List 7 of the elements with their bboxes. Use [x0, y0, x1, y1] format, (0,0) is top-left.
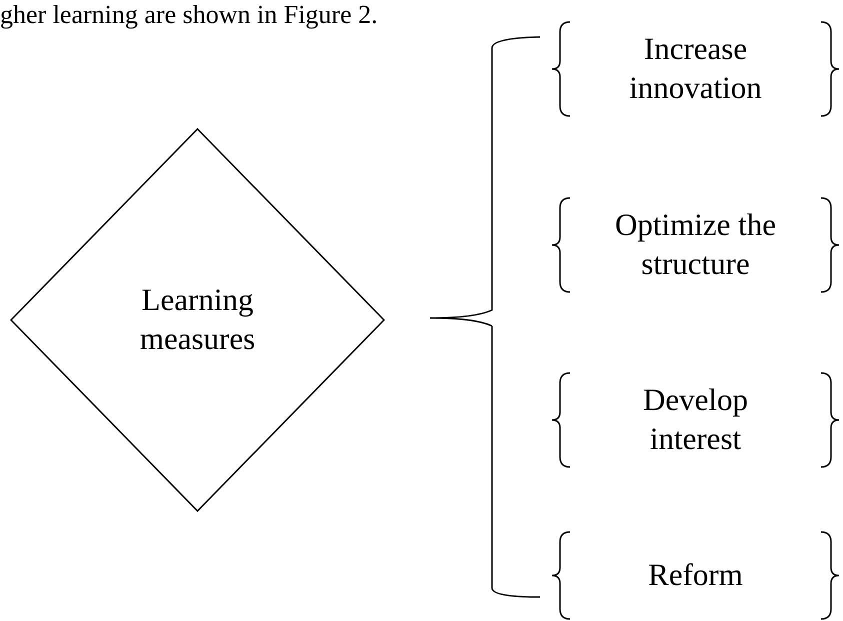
- node-label: Reform: [648, 556, 743, 594]
- decision-diamond: [10, 128, 385, 512]
- body-text: gher learning are shown in Figure 2.: [0, 0, 378, 30]
- node-label: Increase innovation: [628, 30, 763, 107]
- node-label: Optimize the structure: [614, 206, 777, 283]
- node-label: Develop interest: [642, 381, 750, 458]
- node-label: Learning measures: [138, 281, 256, 358]
